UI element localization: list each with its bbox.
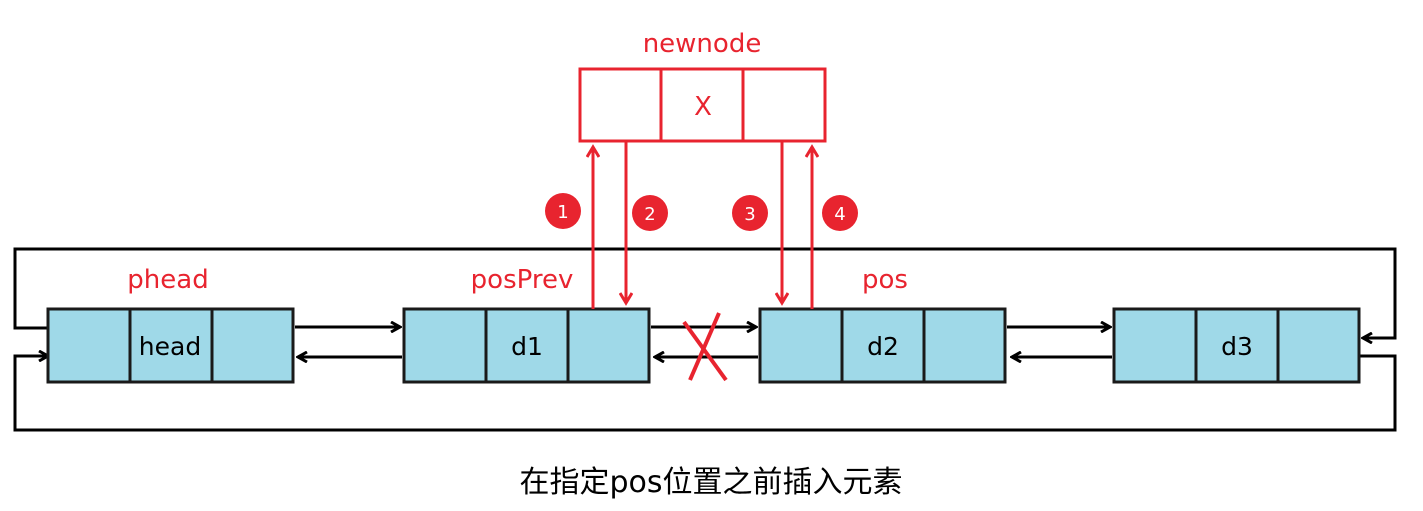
newnode-data: X xyxy=(694,92,712,122)
break-cross-icon xyxy=(682,312,728,382)
node-d2: d2 xyxy=(758,307,1007,384)
node-data-d3: d3 xyxy=(1221,332,1253,361)
label-posprev: posPrev xyxy=(471,265,574,295)
label-phead: phead xyxy=(127,265,208,295)
node-d3: d3 xyxy=(1112,307,1361,384)
circular-link-bottom xyxy=(13,356,1397,432)
node-data-d2: d2 xyxy=(867,332,899,361)
node-data-head: head xyxy=(139,332,201,361)
step2-badge: 2 xyxy=(632,195,668,231)
step1-number: 1 xyxy=(557,202,568,223)
step4-badge: 4 xyxy=(822,195,858,231)
label-newnode: newnode xyxy=(643,29,762,59)
label-pos: pos xyxy=(862,265,908,295)
step3-badge: 3 xyxy=(732,195,768,231)
step1-badge: 1 xyxy=(545,193,581,229)
node-newnode: X xyxy=(578,67,827,143)
node-d1: d1 xyxy=(402,307,651,384)
step4-number: 4 xyxy=(834,204,845,225)
circular-link-top xyxy=(13,247,1397,338)
diagram-caption: 在指定pos位置之前插入元素 xyxy=(519,465,902,500)
node-data-d1: d1 xyxy=(511,332,543,361)
node-phead: head xyxy=(46,307,295,384)
step2-number: 2 xyxy=(644,204,655,225)
step3-number: 3 xyxy=(744,204,755,225)
